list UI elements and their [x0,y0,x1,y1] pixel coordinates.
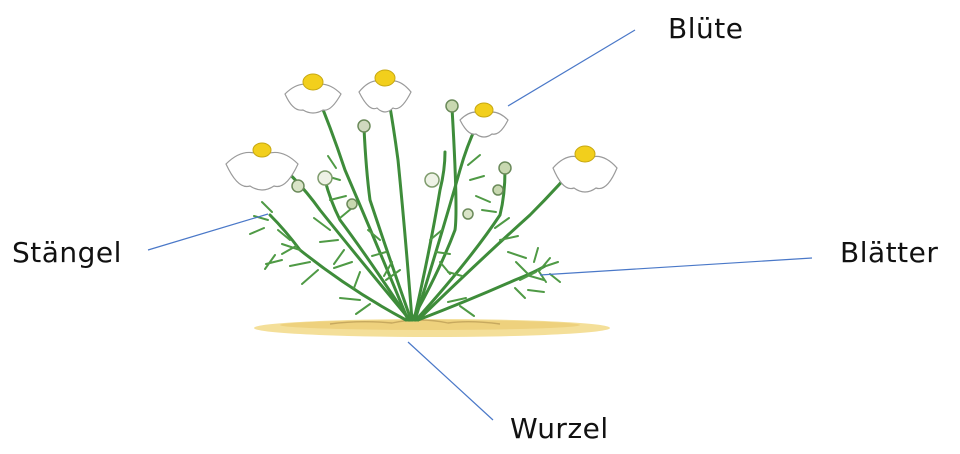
label-wurzel: Wurzel [510,412,609,445]
leader-line-wurzel [408,342,493,420]
label-bluete: Blüte [668,12,743,45]
flower-3 [460,103,508,137]
label-blaetter: Blätter [840,236,938,269]
flower-5 [553,146,617,192]
leader-line-bluete [508,30,635,106]
leader-line-staengel [148,214,268,250]
stems [262,80,585,320]
ground-soil [254,319,610,337]
flower-2 [359,70,411,112]
leader-lines [148,30,812,420]
flower-4 [226,143,298,190]
flower-blossoms [226,70,617,192]
leader-line-blaetter [540,258,812,275]
flower-1 [285,74,341,113]
label-staengel: Stängel [12,236,122,269]
